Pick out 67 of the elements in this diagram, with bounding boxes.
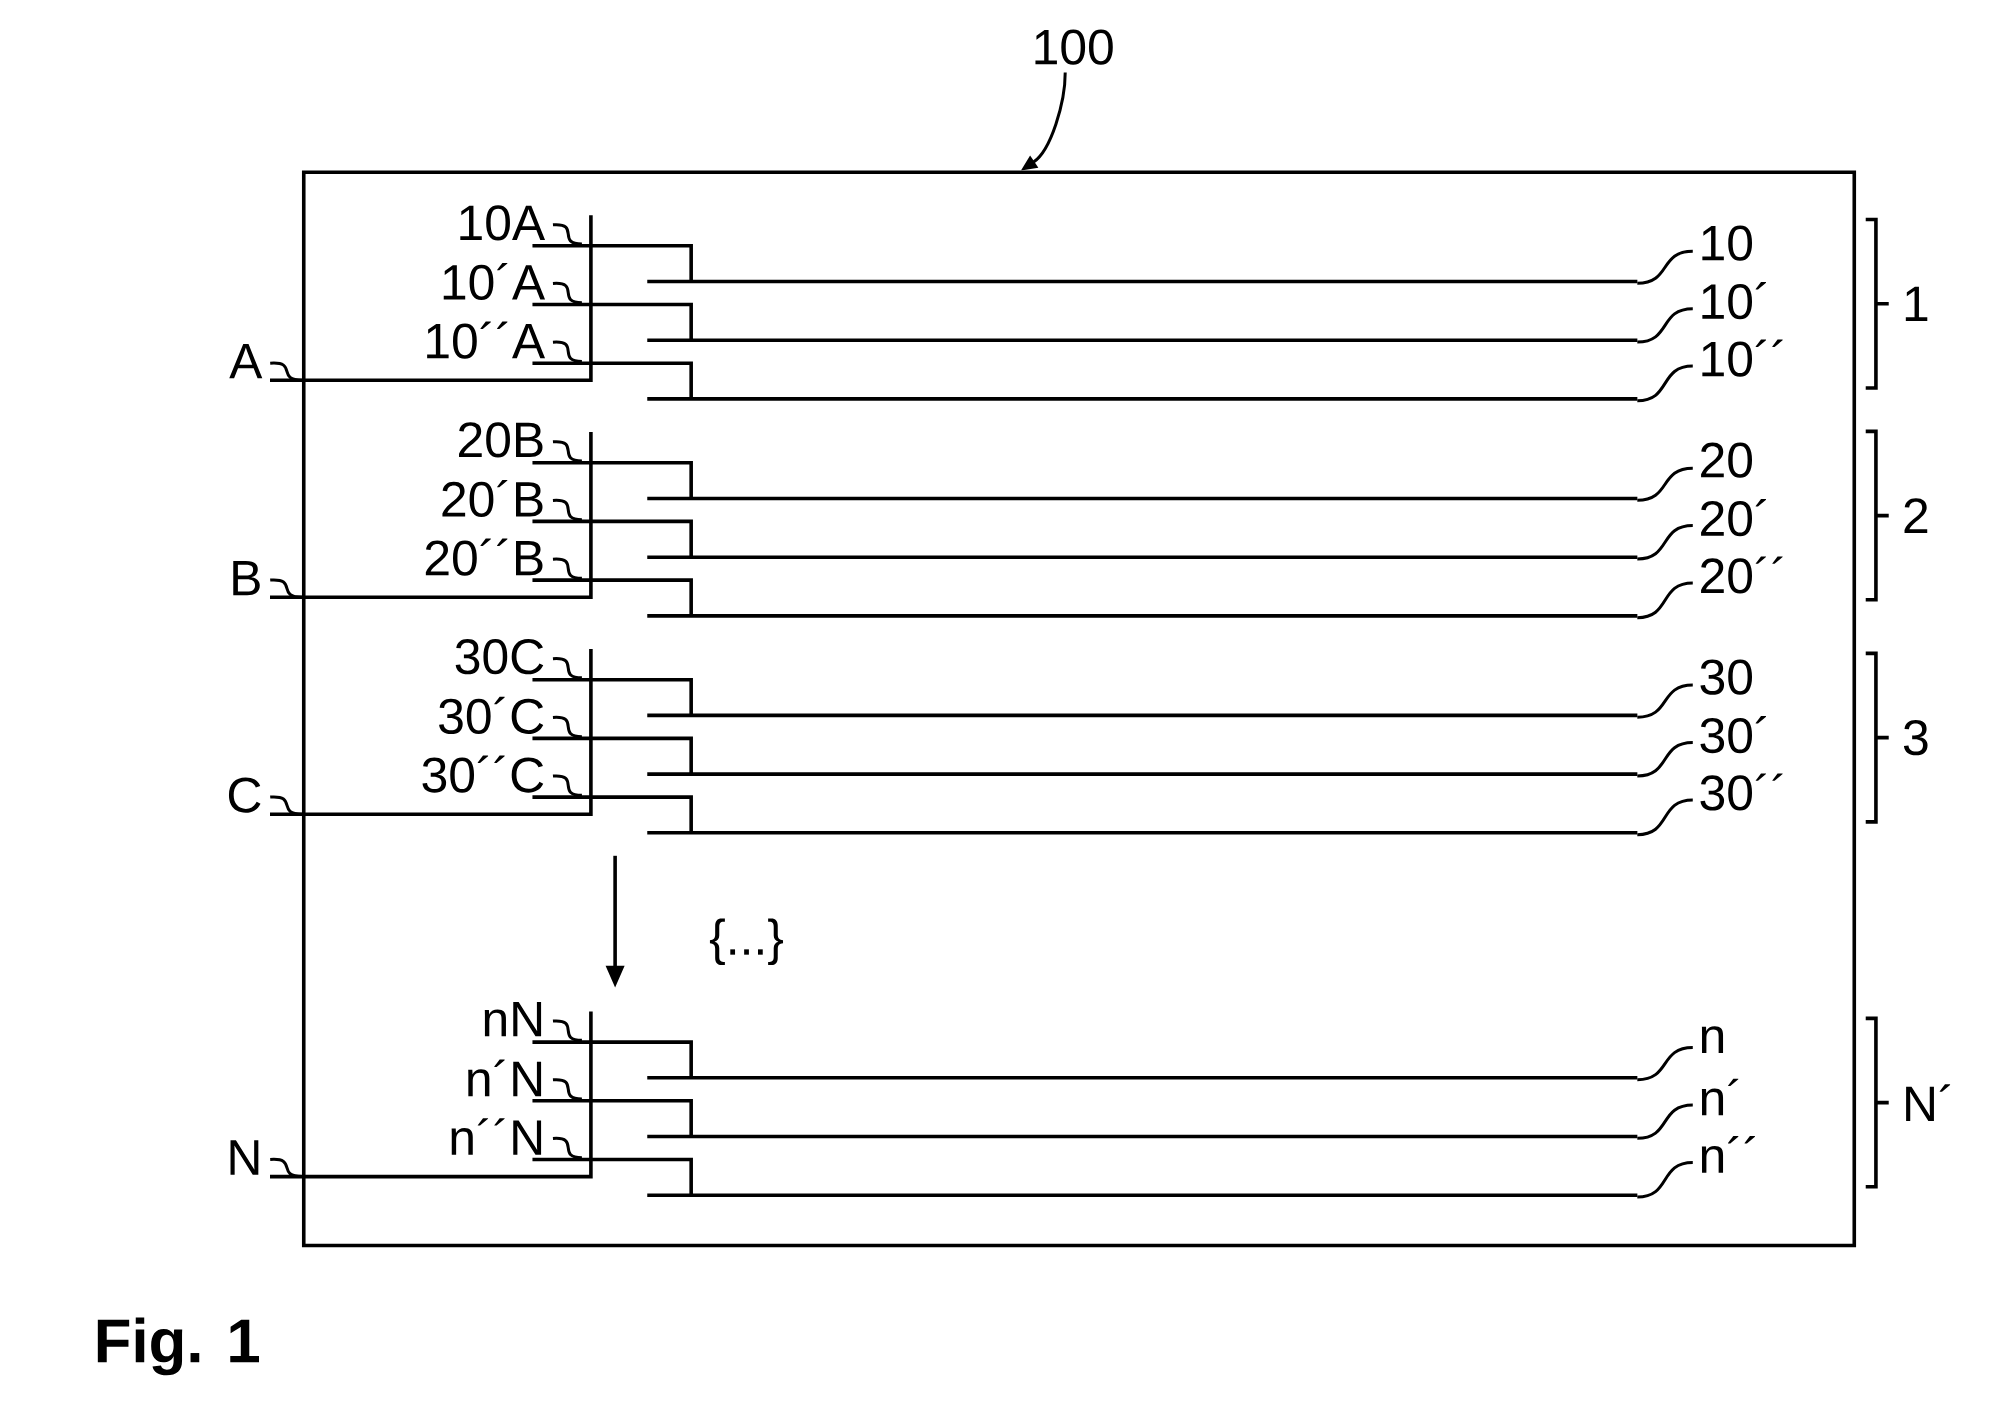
callout-number: 1 <box>1905 286 1928 321</box>
leader-line <box>552 774 582 797</box>
leader-line <box>552 715 583 739</box>
callout-number: 30 <box>1700 659 1752 695</box>
callout-number: C <box>228 777 261 813</box>
leader-line <box>552 557 583 580</box>
leader-line <box>1637 683 1693 719</box>
callout-number: B <box>233 560 260 596</box>
leader-line <box>1637 249 1693 285</box>
callout-number: N <box>230 1140 259 1175</box>
leader-line <box>1637 741 1693 778</box>
leader-line <box>270 361 303 382</box>
leader-line <box>270 578 303 599</box>
callout-number: 10A <box>460 205 546 241</box>
leader-line <box>1637 798 1693 837</box>
callout-number: 2 <box>1904 498 1928 533</box>
leader-line <box>552 340 583 363</box>
callout-number: 100 <box>1035 29 1113 65</box>
leader-line <box>1637 466 1693 502</box>
callout-number: A <box>229 344 263 379</box>
callout-number: n´N <box>468 1059 542 1097</box>
callout-number: n´ <box>1701 1078 1739 1116</box>
leader-line <box>552 498 583 522</box>
callout-number: 30C <box>455 639 544 675</box>
leader-line <box>1637 1103 1693 1140</box>
leader-line <box>552 657 583 680</box>
conductor-line <box>532 795 1638 835</box>
callout-number: 10´´ <box>1702 339 1783 377</box>
callout-number: 10 <box>1702 225 1752 261</box>
leader-line <box>1637 524 1693 561</box>
callout-number: n´´N <box>451 1118 542 1155</box>
callout-number: n <box>1701 1026 1724 1053</box>
callout-number: {...} <box>709 918 784 965</box>
conductor-line <box>532 361 1638 401</box>
callout-number: 20´´B <box>425 538 543 576</box>
leader-line <box>1637 1160 1693 1199</box>
callout-number: 10´ <box>1702 282 1767 320</box>
callout-number: 10´´A <box>427 321 546 359</box>
leader-line <box>1637 581 1693 620</box>
callout-number: 20´ <box>1701 499 1767 537</box>
callout-number: 10´A <box>443 262 546 301</box>
leader-line <box>1637 364 1693 403</box>
leader-line <box>1637 1046 1693 1082</box>
callout-number: 30´´C <box>422 755 544 793</box>
callout-number: 20 <box>1701 442 1752 478</box>
leader-line <box>552 281 582 305</box>
leader-line <box>270 795 303 816</box>
callout-number: 20B <box>459 422 543 458</box>
conductor-line <box>532 578 1638 618</box>
leader-line <box>552 1136 583 1160</box>
callout-number: n´´ <box>1701 1136 1755 1173</box>
leader-line <box>552 440 583 463</box>
callout-number: nN <box>484 1001 542 1037</box>
callout-number: 3 <box>1903 719 1928 756</box>
leader-line <box>552 223 583 246</box>
leader-line <box>1637 307 1693 344</box>
callout-number: 30´´ <box>1700 773 1783 811</box>
callout-number: 20´´ <box>1701 556 1783 594</box>
callout-number: 30´ <box>1700 716 1767 754</box>
callout-number: 20´B <box>442 479 543 518</box>
leader-line <box>552 1019 582 1042</box>
device-box <box>301 170 1857 1248</box>
figure-caption: Fig. 1 <box>97 1317 259 1376</box>
leader-line <box>552 1078 583 1101</box>
conductor-line <box>532 1157 1638 1197</box>
callout-number: 30´C <box>439 696 544 734</box>
callout-number: N´ <box>1906 1084 1951 1121</box>
